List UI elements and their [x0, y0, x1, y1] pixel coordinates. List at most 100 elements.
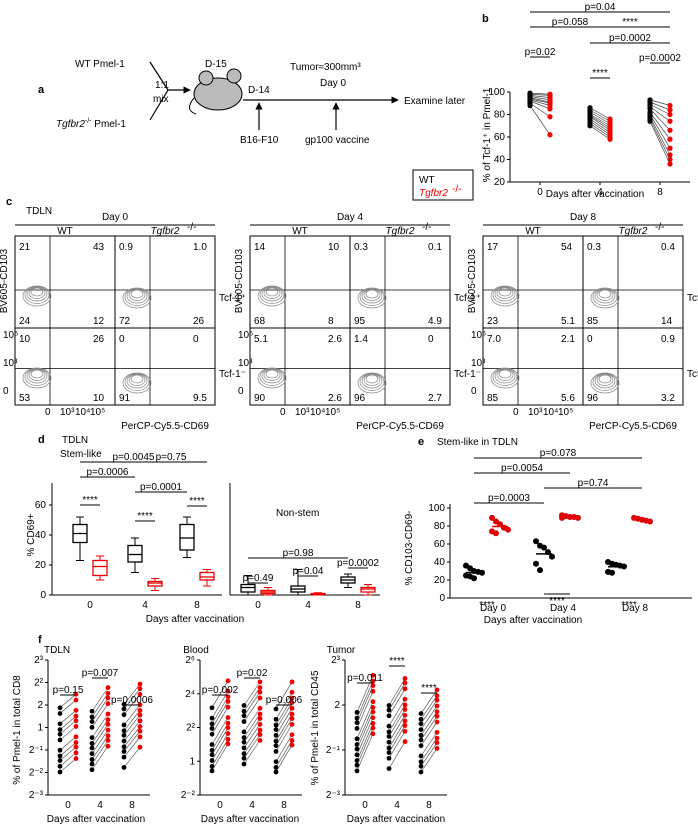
flow-contour — [496, 287, 514, 299]
f-point-wt — [418, 753, 424, 759]
b-pair-line — [649, 121, 671, 165]
f-pair-line — [356, 711, 374, 750]
panel-b-ylabel: % of Tcf-1⁺ in Pmel-1 — [482, 87, 493, 182]
f-pair-line — [91, 735, 109, 760]
f-point-wt — [209, 768, 215, 774]
flow-xtick: 10⁴ — [310, 407, 325, 418]
flow-contour — [30, 369, 44, 379]
f-point-wt — [89, 724, 95, 730]
d-xtick-label: 4 — [305, 600, 311, 611]
f-pair-line — [420, 732, 438, 757]
f-xtick-label: 4 — [249, 800, 255, 811]
flow-contour — [28, 369, 46, 381]
f-point-ko — [402, 707, 408, 712]
f-pair-line — [59, 758, 77, 773]
b-pair-line — [589, 115, 611, 129]
f-point-wt — [121, 748, 127, 754]
flow-contour — [257, 285, 287, 307]
flow-col-wt: WT — [292, 226, 308, 237]
b-pvalue: p=0.0002 — [609, 33, 651, 44]
f-pvalue: **** — [389, 656, 405, 667]
flow-tcf-neg: Tcf-1⁻ — [454, 369, 481, 380]
panel-f-xlabel1: Days after vaccination — [47, 814, 145, 825]
panel-e-title: Stem-like in TDLN — [437, 437, 518, 448]
flow-tcf-pos: Tcf-1⁺ — [687, 293, 698, 304]
tumor-label: Tumor≈300mm³ — [290, 62, 361, 73]
f-point-wt — [241, 755, 247, 761]
e-pvalue: p=0.0003 — [488, 493, 530, 504]
f-pair-line — [211, 733, 229, 761]
flow-day-title: Day 4 — [337, 212, 364, 223]
flow-quadrant-pct: 24 — [19, 316, 31, 327]
flow-contour — [498, 369, 512, 379]
flow-quadrant-pct: 85 — [587, 316, 599, 327]
f-point-wt — [209, 752, 215, 758]
f-point-wt — [57, 769, 63, 775]
f-point-ko — [257, 721, 263, 727]
f-point-ko — [370, 715, 376, 721]
f-point-ko — [257, 716, 263, 721]
b-pair-line — [649, 112, 671, 140]
d-xtick-label: 8 — [194, 600, 200, 611]
f-point-ko — [402, 718, 408, 724]
f-point-wt — [89, 740, 95, 746]
panel-b-legend-box — [412, 169, 474, 201]
flow-quadrant-pct: 10 — [19, 334, 31, 345]
flow-xtick: 10⁴ — [75, 407, 90, 418]
d-box — [199, 571, 215, 581]
flow-xtick: 10⁵ — [90, 407, 105, 418]
flow-contour — [126, 288, 148, 304]
b-point-ko — [547, 114, 553, 120]
f-pvalue: p=0.15 — [53, 685, 84, 696]
flow-quadrant-pct: 5.6 — [561, 393, 575, 404]
flow-col-wt: WT — [525, 226, 541, 237]
f-point-ko — [402, 728, 408, 734]
f-pair-line — [275, 734, 293, 762]
f-point-ko — [370, 683, 376, 688]
f-point-ko — [225, 741, 231, 747]
b-point-ko — [667, 118, 673, 124]
f-xtick-label: 0 — [65, 800, 71, 811]
f-pair-line — [91, 724, 109, 749]
f-point-wt — [354, 736, 360, 742]
f-pair-line — [91, 740, 109, 765]
f-point-ko — [402, 686, 408, 692]
b-xtick-label: 8 — [657, 187, 663, 198]
f-point-ko — [434, 697, 440, 703]
b-point-ko — [667, 145, 673, 151]
flow-quadrant-pct: 90 — [254, 393, 266, 404]
f-pair-line — [420, 742, 438, 767]
f-point-ko — [370, 725, 376, 731]
b-pair-line — [649, 116, 671, 156]
flow-contour — [259, 286, 285, 304]
f-point-wt — [386, 707, 392, 713]
e-point — [575, 514, 581, 521]
flow-col-ko: Tgfbr2 — [151, 226, 180, 237]
b-pair-line — [529, 98, 551, 104]
f-point-ko — [289, 738, 295, 743]
b-pair-line — [529, 96, 551, 101]
panel-f-letter: f — [38, 634, 42, 646]
f-point-ko — [434, 746, 440, 751]
f-xtick-label: 0 — [362, 800, 368, 811]
d-xtick-label: 4 — [142, 600, 148, 611]
f-pair-line — [243, 687, 261, 712]
flow-contour — [498, 287, 512, 297]
f-point-wt — [273, 722, 279, 728]
f-point-wt — [89, 708, 95, 714]
ko-gene: Tgfbr2 — [56, 119, 85, 130]
f-point-ko — [73, 744, 79, 750]
b-pair-line — [649, 108, 671, 131]
f-point-wt — [57, 711, 63, 716]
f-point-ko — [434, 703, 440, 709]
flow-contour — [361, 373, 383, 389]
f-point-ko — [225, 688, 231, 694]
flow-contour — [592, 288, 618, 306]
flow-quadrant-pct: 8 — [328, 316, 334, 327]
e-pvalue: **** — [549, 596, 565, 607]
f-pair-line — [59, 736, 77, 751]
f-point-ko — [105, 695, 111, 701]
f-pair-line — [123, 704, 141, 726]
